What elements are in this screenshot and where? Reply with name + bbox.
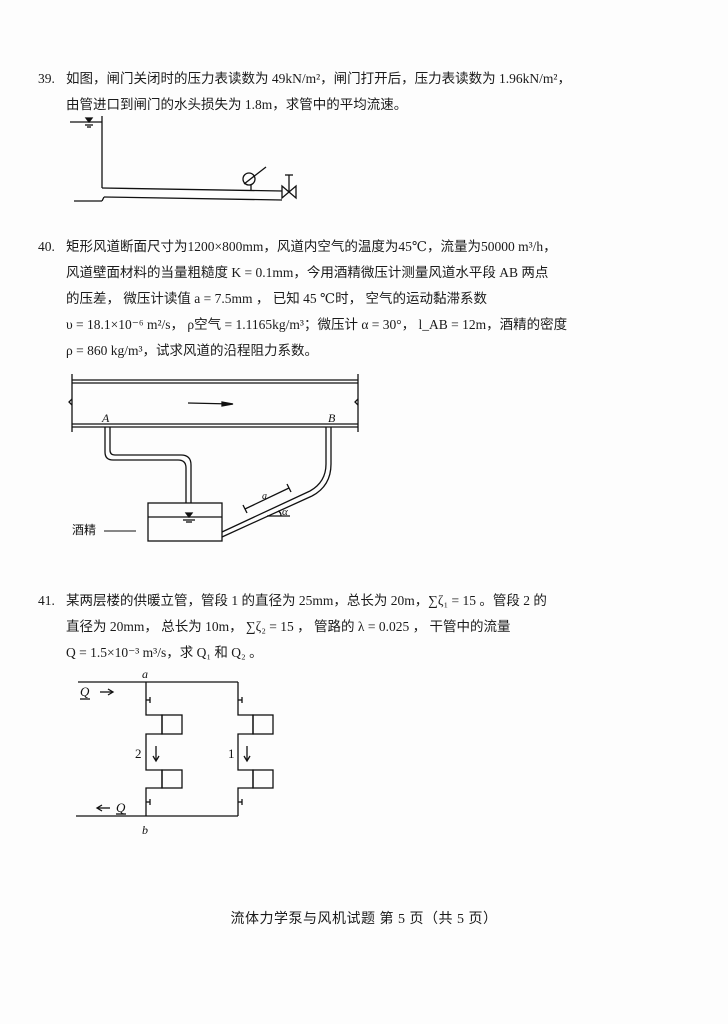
alcohol-label: 酒精	[72, 523, 96, 537]
branch-1-label: 1	[228, 746, 235, 761]
question-41-line-3: Q = 1.5×10⁻³ m³/s，求 Q₁ 和 Q₂ 。	[66, 645, 263, 660]
node-a-label: a	[142, 668, 148, 681]
figure-39-tank-pipe-gate	[62, 112, 312, 212]
riser-1	[237, 682, 254, 816]
pressure-gauge-icon	[242, 172, 256, 186]
question-40-line-5: ρ = 860 kg/m³，试求风道的沿程阻力系数。	[66, 343, 319, 358]
branch-2-label: 2	[135, 746, 142, 761]
pipe-bottom	[103, 196, 283, 201]
figure-40-duct-manometer: A B a α 酒精	[62, 366, 372, 546]
question-40-line-1: 40.矩形风道断面尺寸为1200×800mm，风道内空气的温度为45℃，流量为5…	[38, 234, 598, 260]
flow-in-label: Q	[80, 684, 90, 699]
question-39: 39.如图，闸门关闭时的压力表读数为 49kN/m²，闸门打开后，压力表读数为 …	[38, 66, 598, 118]
node-b-label: b	[142, 823, 148, 837]
riser-2	[145, 682, 163, 816]
angle-alpha-label: α	[282, 506, 288, 518]
question-41-line-1: 41.某两层楼的供暖立管，管段 1 的直径为 25mm，总长为 20m，∑ζ₁ …	[38, 588, 598, 614]
question-41: 41.某两层楼的供暖立管，管段 1 的直径为 25mm，总长为 20m，∑ζ₁ …	[38, 588, 598, 666]
question-40: 40.矩形风道断面尺寸为1200×800mm，风道内空气的温度为45℃，流量为5…	[38, 234, 598, 364]
pipe-top	[101, 187, 283, 192]
water-surface-icon	[84, 117, 94, 124]
question-number: 39.	[38, 71, 55, 86]
question-41-line-2: 直径为 20mm， 总长为 10m， ∑ζ₂ = 15 ， 管路的 λ = 0.…	[66, 619, 511, 634]
question-39-line-1: 39.如图，闸门关闭时的压力表读数为 49kN/m²，闸门打开后，压力表读数为 …	[38, 66, 598, 92]
alcohol-reservoir	[147, 502, 223, 542]
flow-out-label: Q	[116, 800, 126, 815]
question-number: 40.	[38, 239, 55, 254]
figure-41-heating-risers: a b Q Q 2 1	[62, 668, 302, 848]
question-40-line-3: 的压差， 微压计读值 a = 7.5mm ， 已知 45 ℃时， 空气的运动黏滞…	[66, 291, 487, 306]
question-40-line-2: 风道壁面材料的当量粗糙度 K = 0.1mm，今用酒精微压计测量风道水平段 AB…	[66, 265, 549, 280]
gate-valve-icon	[281, 184, 297, 200]
question-number: 41.	[38, 593, 55, 608]
point-a-label: A	[101, 411, 110, 425]
page-footer: 流体力学泵与风机试题 第 5 页（共 5 页）	[230, 912, 498, 927]
inclined-tube	[221, 490, 311, 533]
question-40-line-4: υ = 18.1×10⁻⁶ m²/s， ρ空气 = 1.1165kg/m³；微压…	[66, 317, 568, 332]
point-b-label: B	[328, 411, 336, 425]
question-39-line-2: 由管进口到闸门的水头损失为 1.8m，求管中的平均流速。	[66, 97, 408, 112]
reading-a-label: a	[262, 491, 267, 502]
